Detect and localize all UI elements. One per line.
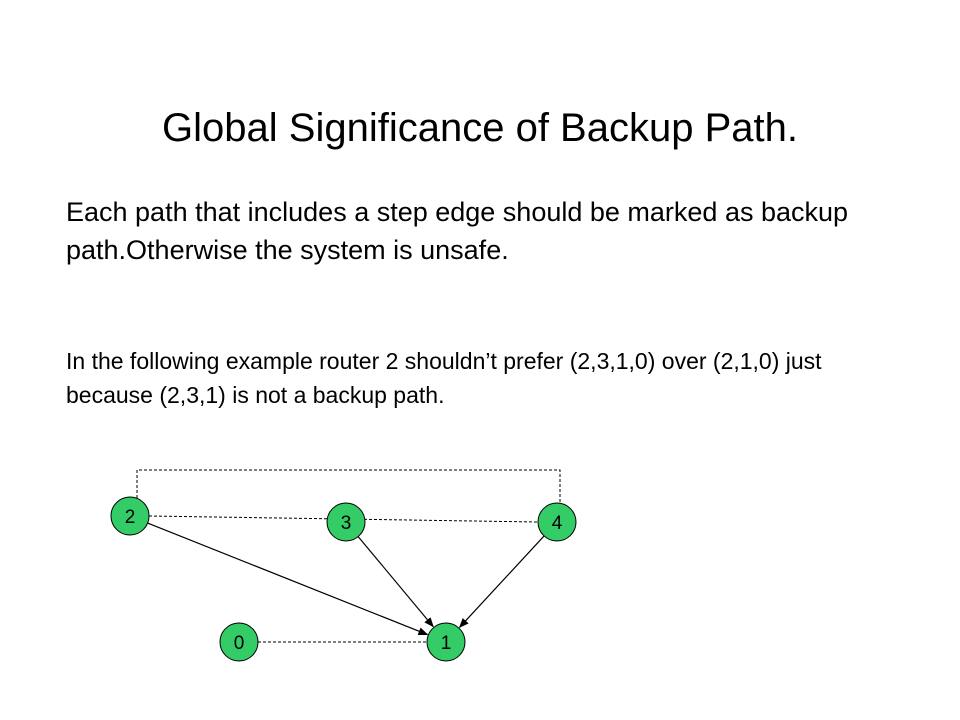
edge-2-4-dashed-detour-above bbox=[136, 469, 561, 503]
node-2: 2 bbox=[110, 496, 150, 536]
node-3-label: 3 bbox=[341, 513, 352, 534]
node-0: 0 bbox=[219, 622, 259, 662]
node-0-circle bbox=[219, 622, 259, 662]
node-2-label: 2 bbox=[125, 507, 136, 528]
edge-3-1-arrow bbox=[357, 536, 434, 628]
node-0-label: 0 bbox=[234, 633, 245, 654]
node-4: 4 bbox=[537, 502, 577, 542]
node-1: 1 bbox=[426, 622, 466, 662]
node-3-circle bbox=[326, 502, 366, 542]
node-4-circle bbox=[537, 502, 577, 542]
edge-4-1-arrow bbox=[458, 535, 545, 629]
node-layer: 2 3 4 0 1 bbox=[110, 496, 577, 662]
edge-2-1-arrow bbox=[147, 522, 429, 636]
node-3: 3 bbox=[326, 502, 366, 542]
node-1-circle bbox=[426, 622, 466, 662]
network-diagram: 2 3 4 0 1 bbox=[110, 469, 577, 662]
node-4-label: 4 bbox=[552, 513, 563, 534]
node-1-label: 1 bbox=[441, 633, 452, 654]
edge-layer bbox=[136, 469, 561, 643]
slide-title: Global Significance of Backup Path. bbox=[162, 106, 798, 150]
body-paragraph-example: In the following example router 2 should… bbox=[66, 348, 822, 408]
body-paragraph-step-edge: Each path that includes a step edge shou… bbox=[66, 197, 849, 265]
node-2-circle bbox=[110, 496, 150, 536]
